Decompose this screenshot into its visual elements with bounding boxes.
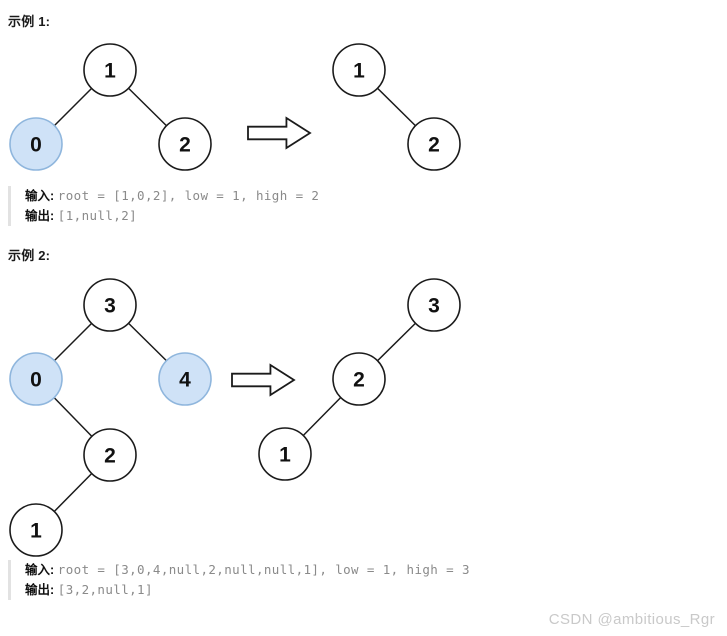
example-1-before-node-circle — [83, 43, 137, 97]
output-value: [1,null,2] — [57, 208, 138, 223]
example-2-before-node: 2 — [83, 428, 137, 482]
example-2-before-node: 1 — [9, 503, 63, 557]
example-1-before-node-label: 2 — [179, 134, 191, 157]
example-2-diagram: 3 0 4 2 1 3 2 1 — [9, 278, 461, 557]
example-2-before-edge — [53, 397, 93, 437]
example-1-before-node: 1 — [83, 43, 137, 97]
transform-arrow-icon — [231, 363, 296, 397]
input-label: 输入: — [25, 563, 55, 577]
example-1-figure: 1 0 2 1 2 — [0, 28, 727, 183]
example-1-after-node-label: 1 — [353, 60, 365, 83]
example-2-before-edge — [53, 472, 93, 513]
example-1-input-line: 输入: root = [1,0,2], low = 1, high = 2 — [25, 186, 319, 206]
example-1-before-node-circle — [9, 117, 63, 171]
transform-arrow-icon — [247, 116, 312, 150]
example-2-before-node-label: 2 — [104, 445, 116, 468]
example-2-after-node-label: 3 — [428, 295, 440, 318]
example-2-before-node-circle — [83, 278, 137, 332]
example-2-after-node-circle — [258, 427, 312, 481]
input-value: root = [1,0,2], low = 1, high = 2 — [57, 188, 320, 203]
input-label: 输入: — [25, 189, 55, 203]
example-2-after-node: 1 — [258, 427, 312, 481]
example-2-before-node: 4 — [158, 352, 212, 406]
example-2-before-edge — [127, 322, 168, 362]
example-2-after-node-circle — [332, 352, 386, 406]
example-1-before-node-label: 1 — [104, 60, 116, 83]
example-1-output-line: 输出: [1,null,2] — [25, 206, 319, 226]
example-2-before-node-circle — [158, 352, 212, 406]
example-1-after-node-circle — [407, 117, 461, 171]
example-1-before-node-circle — [158, 117, 212, 171]
output-value: [3,2,null,1] — [57, 582, 153, 597]
example-2-after-node: 2 — [332, 352, 386, 406]
example-2-after-node-circle — [407, 278, 461, 332]
example-1-after-node-label: 2 — [428, 134, 440, 157]
example-2-before-edge — [53, 322, 93, 362]
example-1-before-node-label: 0 — [30, 134, 42, 157]
output-label: 输出: — [25, 583, 55, 597]
example-2-before-node-label: 4 — [179, 369, 191, 392]
example-2-before-node-circle — [9, 503, 63, 557]
example-2-before-node: 0 — [9, 352, 63, 406]
example-1-after-node: 1 — [332, 43, 386, 97]
example-2-before-node-label: 1 — [30, 520, 42, 543]
csdn-watermark: CSDN @ambitious_Rgr — [548, 611, 715, 628]
example-2-input-line: 输入: root = [3,0,4,null,2,null,null,1], l… — [25, 560, 470, 580]
example-2-after-node-label: 2 — [353, 369, 365, 392]
example-2-before-node-label: 3 — [104, 295, 116, 318]
example-1-before-edge — [127, 87, 168, 127]
example-2-figure: 3 0 4 2 1 3 2 1 — [0, 262, 727, 557]
example-2-io-block: 输入: root = [3,0,4,null,2,null,null,1], l… — [8, 560, 470, 600]
example-1-before-node: 0 — [9, 117, 63, 171]
example-1-before-node: 2 — [158, 117, 212, 171]
example-2-before-node: 3 — [83, 278, 137, 332]
output-label: 输出: — [25, 209, 55, 223]
example-1-after-node-circle — [332, 43, 386, 97]
example-2-before-node-circle — [9, 352, 63, 406]
example-2-after-node-label: 1 — [279, 444, 291, 467]
example-2-after-edge — [302, 396, 342, 437]
example-1-io-block: 输入: root = [1,0,2], low = 1, high = 2 输出… — [8, 186, 319, 226]
example-1-after-edge — [376, 87, 417, 127]
example-2-after-edge — [376, 322, 417, 362]
example-2-after-node: 3 — [407, 278, 461, 332]
example-1-after-node: 2 — [407, 117, 461, 171]
example-2-before-node-circle — [83, 428, 137, 482]
example-2-output-line: 输出: [3,2,null,1] — [25, 580, 470, 600]
example-1-before-edge — [53, 87, 93, 127]
example-1-title: 示例 1: — [8, 14, 51, 29]
example-2-title: 示例 2: — [8, 248, 51, 263]
input-value: root = [3,0,4,null,2,null,null,1], low =… — [57, 562, 470, 577]
example-2-before-node-label: 0 — [30, 369, 42, 392]
example-1-diagram: 1 0 2 1 2 — [9, 43, 461, 171]
